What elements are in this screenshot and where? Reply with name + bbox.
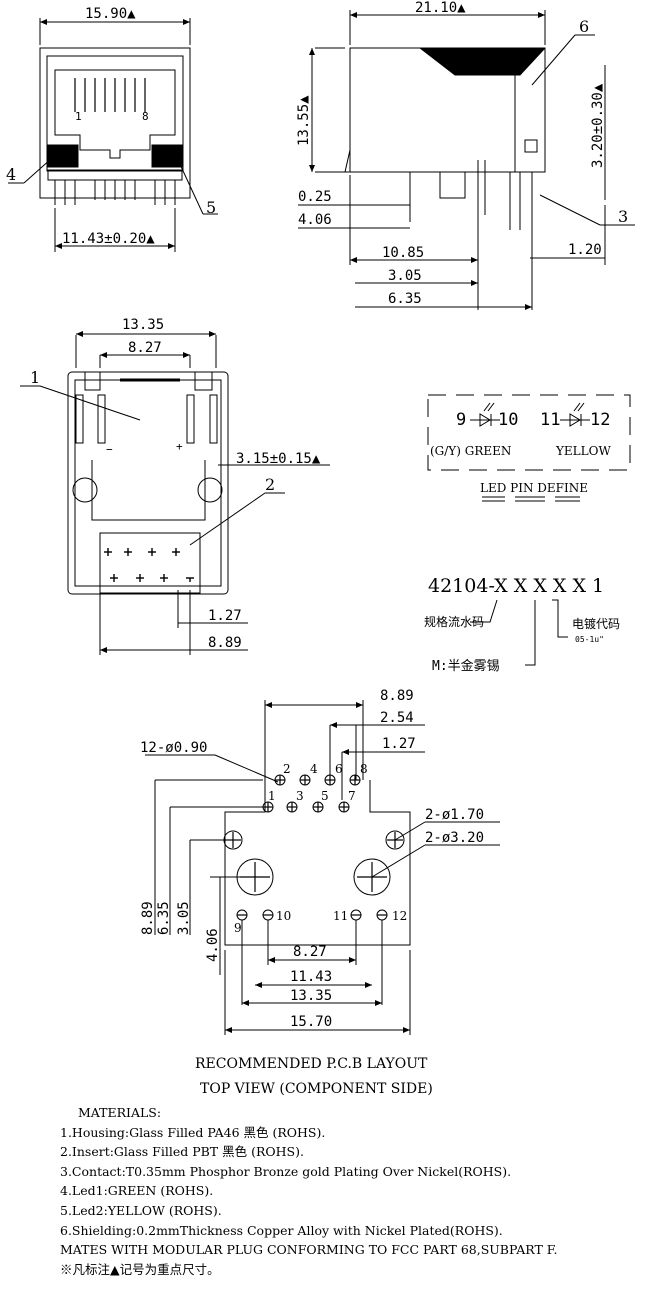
dim-635: 6.35 [388,291,422,307]
bottom-view [20,331,330,655]
pin-1-label: 1 [75,110,82,123]
part-leaders [470,599,568,666]
note-line: 1.Housing:Glass Filled PA46 黑色 (ROHS). [60,1124,326,1140]
pcb-holes-big: 2-ø3.20 [425,830,484,846]
callout-1: 1 [30,368,40,387]
pcb-pin-9: 9 [234,921,242,935]
callout-2: 2 [265,475,275,494]
dim-length: 21.10▲ [415,0,466,16]
led-label-green: (G/Y) GREEN [430,444,511,458]
materials-notes: MATERIALS: 1.Housing:Glass Filled PA46 黑… [60,1103,557,1279]
drawing-canvas: 15.90▲ 11.43±0.20▲ 1 8 4 5 21.10▲ 1 3 [6,0,635,1097]
pcb-dim-254: 2.54 [380,710,414,726]
led-label-yellow: YELLOW [555,444,611,458]
pcb-h1335: 13.35 [290,988,332,1004]
callout-6: 6 [579,17,589,36]
pcb-pin-4: 4 [310,762,318,776]
pcb-v305: 3.05 [176,901,192,935]
plus-mark: + [176,440,183,453]
dim-406: 4.06 [298,212,332,228]
pcb-v889: 8.89 [140,901,156,935]
dim-127: 1.27 [208,608,242,624]
pcb-pin-3: 3 [296,789,304,803]
pcb-title-1: RECOMMENDED P.C.B LAYOUT [195,1056,428,1072]
dim-width: 15.90▲ [85,6,136,22]
led-symbols [470,402,590,502]
dim-315: 3.15±0.15▲ [236,451,321,467]
pcb-h1570: 15.70 [290,1014,332,1030]
spec-label: 规格流水码 [424,614,484,629]
led-pin-10: 10 [498,410,518,430]
pin-8-label: 8 [142,110,149,123]
led-pin-11: 11 [540,410,560,430]
dim-1335: 13.35 [122,317,164,333]
note-line: 2.Insert:Glass Filled PBT 黑色 (ROHS). [60,1144,304,1160]
minus-mark: − [106,443,113,456]
part-number: 42104-X X X X X 1 [428,575,604,597]
m-label: M:半金雾锡 [432,658,500,674]
pcb-h827: 8.27 [293,944,327,960]
side-view [298,10,635,310]
note-line: ※凡标注▲记号为重点尺寸。 [60,1261,220,1277]
plating-sub: 05-1u" [575,635,604,644]
dim-side: 3.20±0.30▲ [590,83,606,168]
callout-4: 4 [6,165,16,184]
note-line: 3.Contact:T0.35mm Phosphor Bronze gold P… [60,1163,512,1179]
callout-5: 5 [206,198,216,217]
pcb-title-2: TOP VIEW (COMPONENT SIDE) [200,1081,433,1097]
pcb-pin-11: 11 [333,909,348,923]
led-pin-12: 12 [590,410,610,430]
note-line: 5.Led2:YELLOW (ROHS). [60,1202,222,1218]
pcb-dim-889: 8.89 [380,688,414,704]
pcb-pin-5: 5 [321,789,329,803]
dim-height: 13.55▲ [296,95,312,146]
dim-1085: 10.85 [382,245,424,261]
dim-025: 0.25 [298,189,332,205]
materials-header: MATERIALS: [78,1105,162,1120]
pcb-pin-10: 10 [276,909,291,923]
dim-889b: 8.89 [208,635,242,651]
pcb-h1143: 11.43 [290,969,332,985]
pcb-v406: 4.06 [205,928,221,962]
pcb-pin-1: 1 [268,789,276,803]
dim-120: 1.20 [568,242,602,258]
dim-305: 3.05 [388,268,422,284]
pcb-pin-8: 8 [360,762,368,776]
dim-pitch: 11.43±0.20▲ [62,231,155,247]
note-line: 4.Led1:GREEN (ROHS). [60,1183,214,1199]
plating-label: 电镀代码 [572,617,620,631]
callout-3: 3 [618,207,628,226]
pcb-layout [145,700,500,1035]
pcb-pin-6: 6 [335,762,343,776]
led-caption: LED PIN DEFINE [480,481,588,495]
pcb-pin-2: 2 [283,762,291,776]
dim-827: 8.27 [128,340,162,356]
led-pin-9: 9 [456,410,466,430]
pcb-v635: 6.35 [156,901,172,935]
led-box [427,394,631,471]
note-line: MATES WITH MODULAR PLUG CONFORMING TO FC… [60,1242,558,1258]
pcb-dim-127: 1.27 [382,736,416,752]
note-line: 6.Shielding:0.2mmThickness Copper Alloy … [60,1222,503,1238]
front-view [8,18,218,252]
pcb-holes-mid: 2-ø1.70 [425,807,484,823]
pcb-holes-small: 12-ø0.90 [140,740,207,756]
pcb-pin-12: 12 [392,909,407,923]
pcb-pin-7: 7 [348,789,356,803]
